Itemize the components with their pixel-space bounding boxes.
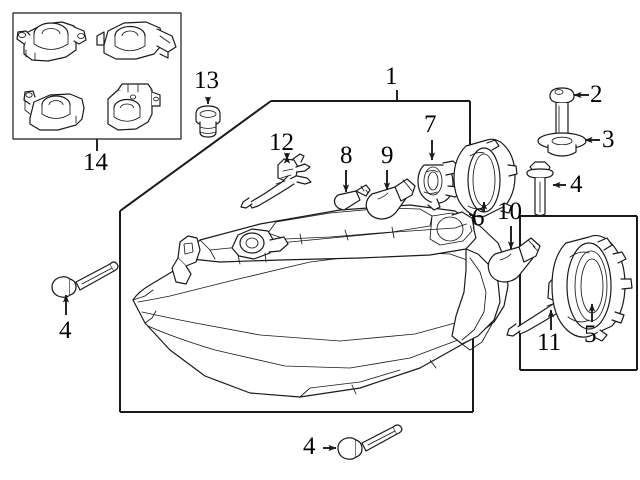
callout-label-4-left: 4 — [59, 317, 72, 344]
callout-label-8: 8 — [340, 142, 353, 169]
callout-label-12: 12 — [269, 129, 294, 156]
bulb-cover-cap-small — [453, 138, 518, 218]
leveling-motor-top-right — [96, 21, 177, 60]
bulb-detail-frame — [519, 215, 638, 371]
leader-lines — [62, 91, 600, 452]
signal-bulb — [487, 237, 541, 283]
callout-label-4-bottom: 4 — [303, 433, 316, 460]
headlamp-housing — [132, 204, 509, 398]
callout-label-14: 14 — [83, 149, 108, 176]
callout-label-4-right: 4 — [570, 171, 583, 198]
callout-label-13: 13 — [194, 67, 219, 94]
callout-label-3: 3 — [602, 126, 615, 153]
rubber-grommet-plug — [195, 105, 221, 138]
mounting-tab-left — [171, 235, 201, 285]
halogen-bulb-h4 — [240, 153, 312, 209]
callout-label-9: 9 — [381, 142, 394, 169]
callout-label-5: 5 — [584, 321, 597, 348]
inset-motor-box — [12, 12, 182, 140]
leveling-motor-bottom-right — [107, 83, 161, 131]
wedge-bulb-small — [333, 184, 371, 211]
wedge-bulb-large — [365, 178, 416, 220]
callout-label-2: 2 — [590, 81, 603, 108]
leveling-motor-bottom-left — [23, 90, 85, 131]
housing-socket-boss — [231, 228, 289, 265]
callout-label-7: 7 — [424, 111, 437, 138]
hex-flange-bolt-right — [526, 161, 554, 217]
callout-label-1: 1 — [385, 63, 398, 90]
hex-flange-bolt-left — [51, 261, 119, 298]
hex-flange-bolt-bottom — [337, 424, 403, 460]
leveling-motor-top-left — [16, 21, 87, 62]
bulb-cover-cap-large — [551, 234, 633, 342]
callout-label-6: 6 — [472, 204, 485, 231]
callout-label-11: 11 — [537, 329, 562, 356]
callout-label-10: 10 — [497, 198, 522, 225]
